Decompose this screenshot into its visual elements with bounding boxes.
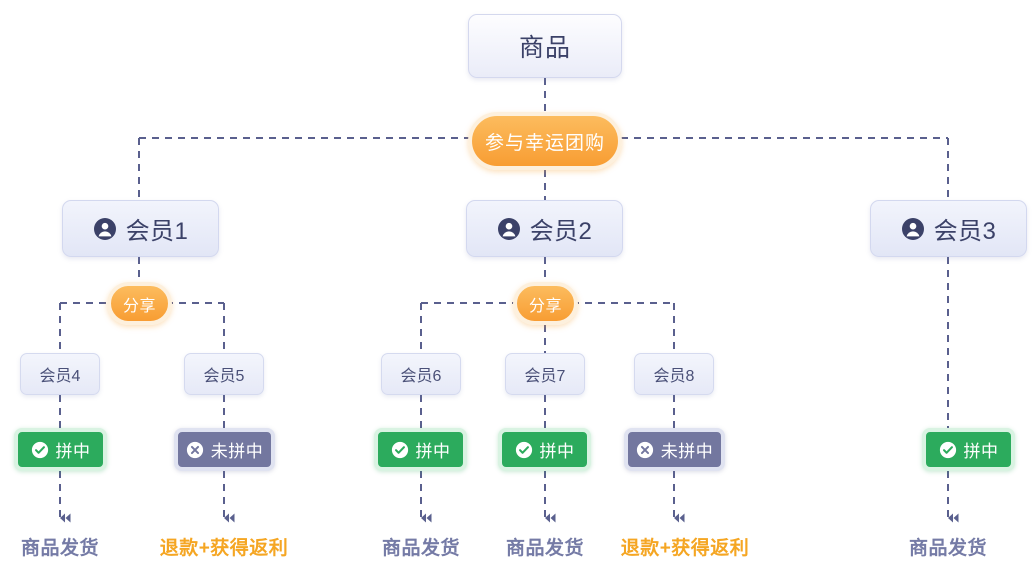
member-6-node[interactable]: 会员6 [381,353,461,395]
close-circle-icon [186,441,203,458]
member-6-status-label: 拼中 [415,442,451,461]
person-icon [901,217,924,240]
member-3-outcome-label: 商品发货 [888,532,1008,560]
member-5-status-badge: 未拼中 [174,428,275,471]
check-circle-icon [391,441,408,458]
member-3-node[interactable]: 会员3 [870,200,1027,257]
member-7-status-label: 拼中 [539,442,575,461]
member-3-outcome-text: 商品发货 [908,537,987,559]
member-6-label: 会员6 [400,368,442,385]
member-5-status-label: 未拼中 [210,442,264,461]
member-1-label: 会员1 [125,218,189,245]
member-2-share-pill[interactable]: 分享 [513,282,578,325]
member-3-label: 会员3 [933,218,997,245]
member-2-label: 会员2 [529,218,593,245]
member-5-outcome-text: 退款+获得返利 [159,537,289,559]
member-5-outcome-label: 退款+获得返利 [124,532,324,560]
person-icon [497,217,520,240]
join-lucky-group-buy-pill[interactable]: 参与幸运团购 [468,112,622,170]
member-8-outcome-text: 退款+获得返利 [620,537,750,559]
member-8-node[interactable]: 会员8 [634,353,714,395]
member-5-label: 会员5 [203,368,245,385]
member-4-outcome-text: 商品发货 [20,537,99,559]
member-1-share-label: 分享 [122,297,156,315]
check-circle-icon [939,441,956,458]
member-1-share-pill[interactable]: 分享 [107,282,172,325]
member-2-share-label: 分享 [528,297,562,315]
member-3-status-badge: 拼中 [922,428,1015,471]
member-8-status-label: 未拼中 [660,442,714,461]
member-6-outcome-label: 商品发货 [361,532,481,560]
member-8-outcome-label: 退款+获得返利 [585,532,785,560]
close-circle-icon [636,441,653,458]
member-2-node[interactable]: 会员2 [466,200,623,257]
member-3-status-label: 拼中 [963,442,999,461]
check-circle-icon [31,441,48,458]
product-label: 商品 [518,34,571,62]
join-lucky-group-buy-label: 参与幸运团购 [484,132,605,154]
member-7-outcome-text: 商品发货 [505,537,584,559]
member-7-status-badge: 拼中 [498,428,591,471]
member-7-label: 会员7 [524,368,566,385]
member-7-outcome-label: 商品发货 [485,532,605,560]
member-6-status-badge: 拼中 [374,428,467,471]
member-4-status-label: 拼中 [55,442,91,461]
product-node[interactable]: 商品 [468,14,622,78]
member-6-outcome-text: 商品发货 [381,537,460,559]
member-7-node[interactable]: 会员7 [505,353,585,395]
member-4-outcome-label: 商品发货 [0,532,120,560]
member-1-node[interactable]: 会员1 [62,200,219,257]
check-circle-icon [515,441,532,458]
member-8-label: 会员8 [653,368,695,385]
person-icon [93,217,116,240]
member-4-node[interactable]: 会员4 [20,353,100,395]
member-4-label: 会员4 [39,368,81,385]
member-5-node[interactable]: 会员5 [184,353,264,395]
member-8-status-badge: 未拼中 [624,428,725,471]
member-4-status-badge: 拼中 [14,428,107,471]
